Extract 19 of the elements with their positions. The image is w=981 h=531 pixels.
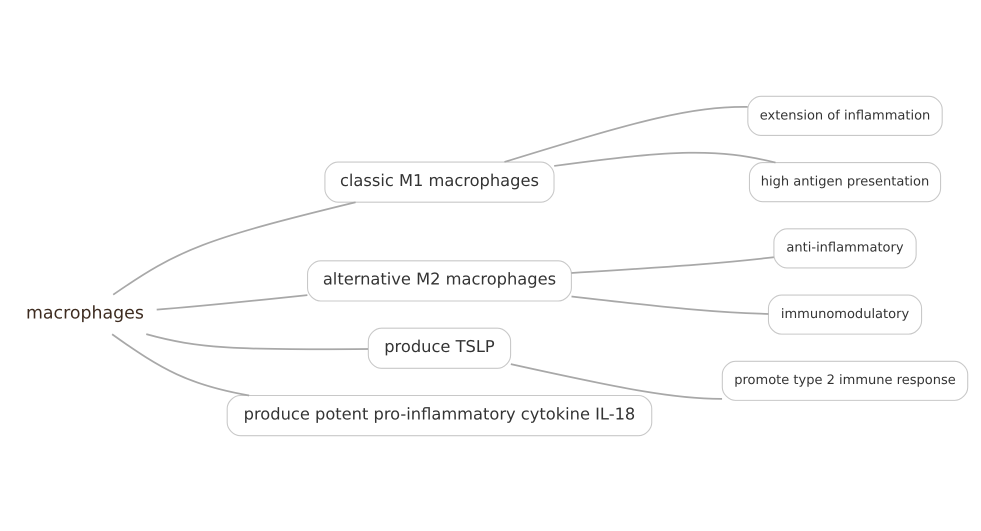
node-box: high antigen presentation [748,162,942,202]
node-box: produce TSLP [368,327,512,368]
connector [112,200,356,295]
node-box: promote type 2 immune response [722,360,968,400]
connector [156,294,308,310]
node-box: alternative M2 macrophages [307,260,572,302]
connector [571,256,774,274]
connector [504,106,748,162]
node-box: extension of inflammation [747,95,943,136]
connector [571,295,768,314]
connector [146,332,368,350]
node-box: produce potent pro-inflammatory cytokine IL-18 [226,394,652,436]
connector [112,333,250,396]
node-text: macrophages [26,303,144,324]
node-box: classic M1 macrophages [324,161,555,202]
connector [554,151,776,166]
node-box: immunomodulatory [768,294,922,334]
connector [510,362,722,400]
node-box: anti-inflammatory [773,228,917,268]
